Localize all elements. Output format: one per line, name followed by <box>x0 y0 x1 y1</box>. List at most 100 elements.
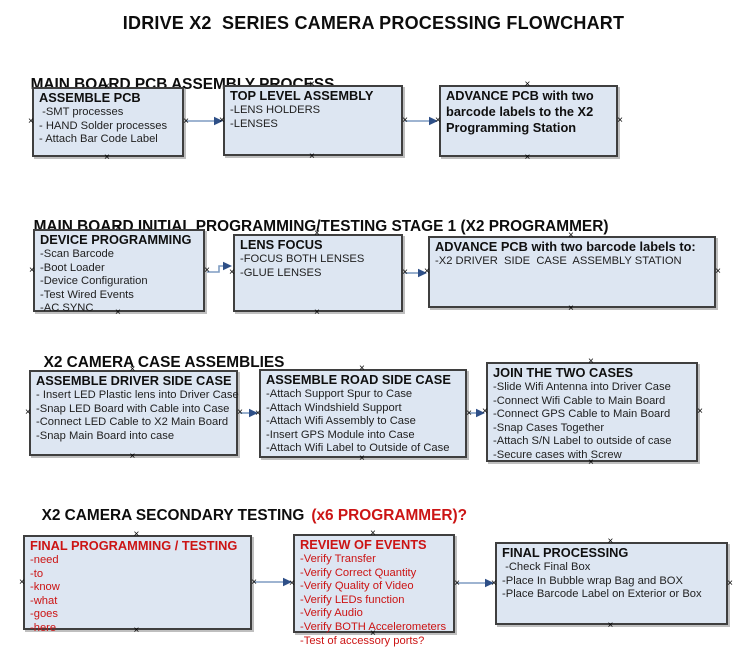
anchor-icon <box>314 308 320 318</box>
anchor-icon <box>204 266 210 276</box>
box-line: -Scan Barcode <box>40 248 115 260</box>
box-line: -Boot Loader <box>40 261 105 274</box>
anchor-icon <box>104 153 110 163</box>
connector-arrow <box>457 578 494 588</box>
anchor-icon <box>588 357 594 367</box>
box-lines: -SMT processes- HAND Solder processes- A… <box>39 106 178 147</box>
anchor-icon <box>482 407 488 417</box>
anchor-icon <box>251 578 257 588</box>
anchor-icon <box>525 153 531 163</box>
box-title: ASSEMBLE ROAD SIDE CASE <box>266 372 451 387</box>
box-line: -Check Final Box <box>502 561 591 573</box>
anchor-icon <box>130 452 136 462</box>
box-title: LENS FOCUS <box>240 237 323 252</box>
anchor-icon <box>402 268 408 278</box>
connector-arrow <box>186 116 223 126</box>
box-line: -Test Wired Events <box>40 288 134 301</box>
anchor-icon <box>28 117 34 127</box>
page-title: IDRIVE X2 SERIES CAMERA PROCESSING FLOWC… <box>122 13 625 33</box>
anchor-icon <box>130 365 136 375</box>
box-line: -to <box>30 567 44 580</box>
box-final-processing: FINAL PROCESSING -Check Final Box-Place … <box>495 542 728 625</box>
box-line: -X2 DRIVER SIDE CASE ASSEMBLY STATION <box>435 255 682 267</box>
box-line: -what <box>30 594 58 607</box>
anchor-icon <box>25 408 31 418</box>
anchor-icon <box>697 407 703 417</box>
anchor-icon <box>229 268 235 278</box>
anchor-icon <box>727 579 733 589</box>
anchor-icon <box>237 408 243 418</box>
box-assemble-pcb: ASSEMBLE PCB -SMT processes- HAND Solder… <box>32 87 184 157</box>
box-line: -Snap Main Board into case <box>36 429 175 442</box>
anchor-icon <box>435 116 441 126</box>
box-assemble-driver-side-case: ASSEMBLE DRIVER SIDE CASE - Insert LED P… <box>29 370 239 456</box>
anchor-icon <box>588 458 594 468</box>
anchor-icon <box>424 267 430 277</box>
box-line: -Connect Wifi Cable to Main Board <box>493 394 666 407</box>
box-line: -Slide Wifi Antenna into Driver Case <box>493 381 671 393</box>
anchor-icon <box>104 82 110 92</box>
box-line: -FOCUS BOTH LENSES <box>240 253 365 265</box>
anchor-icon <box>359 454 365 464</box>
box-line: -Snap LED Board with Cable into Case <box>36 402 230 415</box>
anchor-icon <box>134 626 140 636</box>
box-line: -goes <box>30 608 58 621</box>
box-lines: -need-to-know-what-goes-here <box>30 554 246 636</box>
box-lines: -FOCUS BOTH LENSES-GLUE LENSES <box>240 253 397 280</box>
box-line: -LENS HOLDERS <box>230 104 321 116</box>
anchor-icon <box>370 629 376 639</box>
box-lines: - Insert LED Plastic lens into Driver Ca… <box>36 389 239 443</box>
section-heading-red-text: (x6 PROGRAMMER)? <box>311 507 467 524</box>
anchor-icon <box>402 116 408 126</box>
box-advance-to-driver-side-station: ADVANCE PCB with two barcode labels to: … <box>428 236 716 308</box>
box-review-of-events: REVIEW OF EVENTS -Verify Transfer -Verify… <box>293 534 455 647</box>
box-title: REVIEW OF EVENTS <box>300 537 427 552</box>
box-line: -Attach Windshield Support <box>266 401 402 414</box>
box-line: -Device Configuration <box>40 275 148 288</box>
anchor-icon <box>255 409 261 419</box>
box-line: -Verify BOTH Accelerometers <box>300 620 447 633</box>
section-heading-secondary-testing: X2 CAMERA SECONDARY TESTING(x6 PROGRAMME… <box>33 489 467 525</box>
box-line: -Attach S/N Label to outside of case <box>493 435 672 448</box>
box-line: -AC SYNC <box>40 302 94 315</box>
anchor-icon <box>359 364 365 374</box>
anchor-icon <box>491 579 497 589</box>
box-line: -Verify Transfer <box>300 553 376 565</box>
anchor-icon <box>29 266 35 276</box>
anchor-icon <box>454 579 460 589</box>
box-line: -GLUE LENSES <box>240 266 322 279</box>
anchor-icon <box>568 304 574 314</box>
box-line: - HAND Solder processes <box>39 119 168 132</box>
section-heading-case-assemblies: X2 CAMERA CASE ASSEMBLIES <box>35 336 285 372</box>
box-advance-to-programming-station: ADVANCE PCB with two barcode labels to t… <box>439 85 618 157</box>
anchor-icon <box>289 579 295 589</box>
box-title: ASSEMBLE PCB <box>39 90 141 105</box>
box-line: -SMT processes <box>39 106 124 118</box>
box-line: -here <box>30 621 57 634</box>
box-line: -Secure cases with Screw <box>493 448 622 461</box>
section-heading-text: X2 CAMERA CASE ASSEMBLIES <box>43 354 285 371</box>
box-title: ASSEMBLE DRIVER SIDE CASE <box>36 373 232 388</box>
box-line: -Verify Quality of Video <box>300 580 414 593</box>
anchor-icon <box>617 116 623 126</box>
box-line: -Attach Wifi Label to Outside of Case <box>266 442 450 455</box>
box-line: -know <box>30 581 60 594</box>
box-title: ADVANCE PCB with two barcode labels to: <box>435 239 696 254</box>
box-lines: -Check Final Box-Place In Bubble wrap Ba… <box>502 561 722 602</box>
anchor-icon <box>568 231 574 241</box>
box-line: -Insert GPS Module into Case <box>266 428 415 441</box>
box-line: -Place Barcode Label on Exterior or Box <box>502 588 702 601</box>
box-lines: -LENS HOLDERS-LENSES <box>230 104 397 131</box>
box-lines: -Scan Barcode-Boot Loader-Device Configu… <box>40 248 199 316</box>
box-line: -Test of accessory ports? <box>300 634 425 647</box>
box-line: -Verify Audio <box>300 607 363 620</box>
anchor-icon <box>466 409 472 419</box>
box-assemble-road-side-case: ASSEMBLE ROAD SIDE CASE -Attach Support … <box>259 369 467 458</box>
box-line: - Insert LED Plastic lens into Driver Ca… <box>36 389 239 401</box>
anchor-icon <box>115 308 121 318</box>
anchor-icon <box>370 529 376 539</box>
box-title: TOP LEVEL ASSEMBLY <box>230 88 374 103</box>
box-line: -need <box>30 554 59 566</box>
box-line: -Attach Support Spur to Case <box>266 388 413 400</box>
anchor-icon <box>219 116 225 126</box>
